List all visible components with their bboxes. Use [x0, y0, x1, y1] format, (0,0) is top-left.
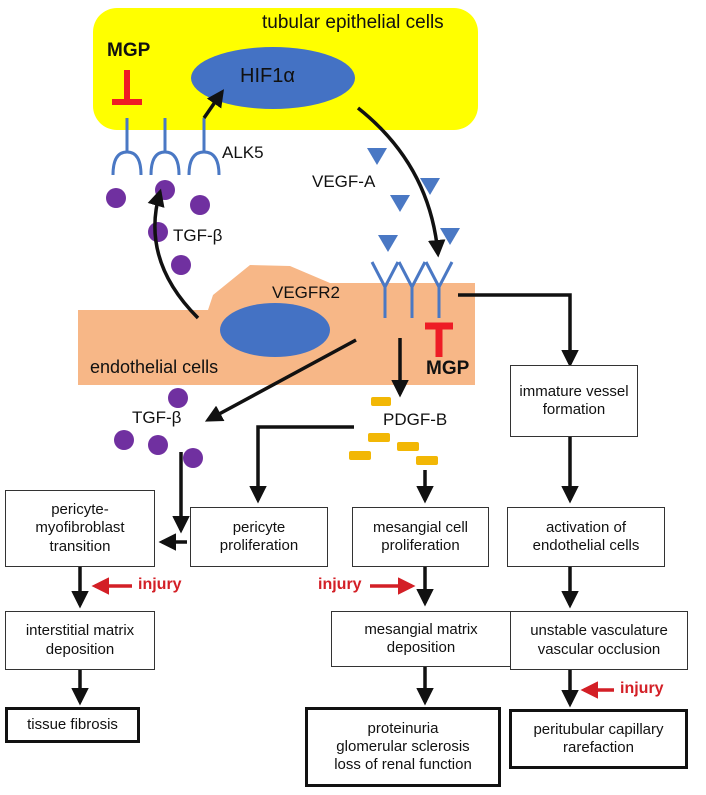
arrow-endo-to-tgfb — [204, 338, 357, 422]
tgf-beta-top-label: TGF-β — [173, 226, 223, 245]
tissue-fibrosis-box: tissue fibrosis — [5, 707, 140, 743]
injury-arrows — [91, 577, 614, 699]
arrow-alk5-to-hif — [202, 89, 224, 119]
pdgf-b-label: PDGF-B — [383, 410, 448, 429]
hif1a-ellipse — [191, 47, 355, 109]
pericyte-myofibroblast-box: pericyte- myofibroblast transition — [5, 490, 155, 567]
mgp-inhibitor-mid-icon — [425, 322, 453, 357]
tgf-beta-dots-mid-icon — [114, 388, 203, 468]
mesangial-proliferation-box: mesangial cell proliferation — [352, 507, 489, 567]
interstitial-matrix-box: interstitial matrix deposition — [5, 611, 155, 670]
vegf-a-label: VEGF-A — [312, 172, 376, 191]
arrow-vegfr2-to-immature — [458, 293, 579, 368]
injury-label-right: injury — [620, 680, 664, 697]
injury-label-middle: injury — [318, 576, 362, 593]
peritubular-rarefaction-box: peritubular capillary rarefaction — [509, 709, 688, 769]
alk5-label: ALK5 — [222, 143, 264, 162]
alk5-receptor-icon — [111, 118, 221, 176]
mgp-top-label: MGP — [107, 40, 151, 61]
endothelial-nucleus — [220, 303, 330, 357]
immature-vessel-box: immature vessel formation — [510, 365, 638, 437]
mesangial-matrix-box: mesangial matrix deposition — [331, 611, 511, 667]
tgf-beta-mid-label: TGF-β — [132, 408, 182, 427]
injury-label-left: injury — [138, 576, 182, 593]
vegfr2-label: VEGFR2 — [272, 283, 341, 302]
mgp-inhibitor-top-icon — [112, 70, 142, 105]
vegf-a-triangles-icon — [367, 148, 460, 252]
pdgf-b-bars-icon — [349, 397, 438, 465]
tubular-epithelial-label: tubular epithelial cells — [262, 12, 444, 33]
endothelial-cells-label: endothelial cells — [90, 357, 219, 377]
tgf-beta-dots-top-icon — [106, 180, 210, 275]
proteinuria-box: proteinuria glomerular sclerosis loss of… — [305, 707, 501, 787]
pericyte-proliferation-box: pericyte proliferation — [190, 507, 328, 567]
hif1a-label: HIF1α — [240, 65, 295, 87]
vegfr2-receptor-icon — [370, 261, 454, 318]
arrow-hif-to-vegfr2 — [356, 106, 446, 258]
arrow-pdgfb-to-pericyte — [249, 425, 354, 504]
mgp-mid-label: MGP — [426, 358, 470, 379]
unstable-vasculature-box: unstable vasculature vascular occlusion — [510, 611, 688, 670]
arrows — [71, 89, 579, 708]
activation-endothelial-box: activation of endothelial cells — [507, 507, 665, 567]
arrow-endo-to-alk5 — [147, 188, 200, 320]
